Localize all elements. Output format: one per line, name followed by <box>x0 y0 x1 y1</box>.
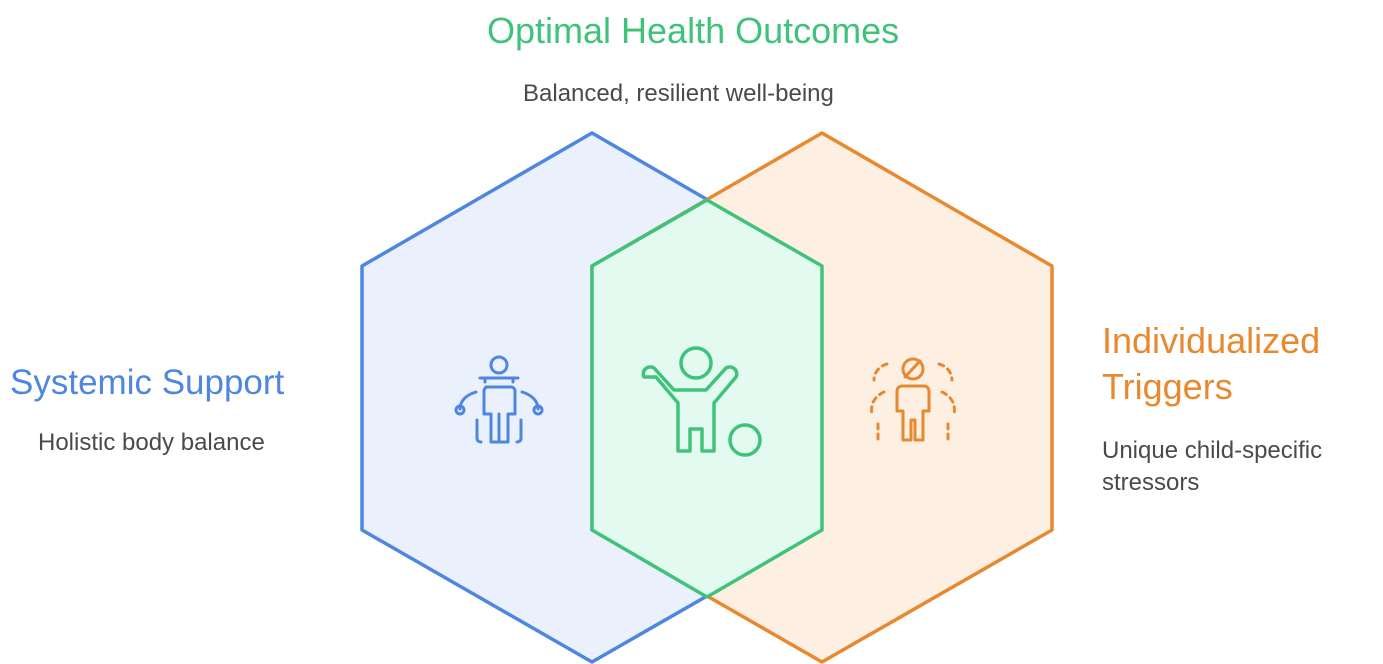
right-description-line2: stressors <box>1102 469 1200 496</box>
left-description: Holistic body balance <box>38 429 265 456</box>
person-with-connections-icon <box>454 355 544 444</box>
right-title-line2: Triggers <box>1102 366 1233 407</box>
child-with-ball-icon <box>641 346 762 457</box>
top-title: Optimal Health Outcomes <box>487 10 900 51</box>
right-description-line1: Unique child-specific <box>1102 437 1323 464</box>
child-with-stress-icon <box>870 357 956 442</box>
right-title: Individualized Triggers <box>1102 318 1320 410</box>
right-description: Unique child-specific stressors <box>1102 435 1322 499</box>
top-description: Balanced, resilient well-being <box>523 80 834 107</box>
center-intersection <box>590 198 824 599</box>
left-title: Systemic Support <box>10 363 285 402</box>
right-title-line1: Individualized <box>1102 320 1321 361</box>
